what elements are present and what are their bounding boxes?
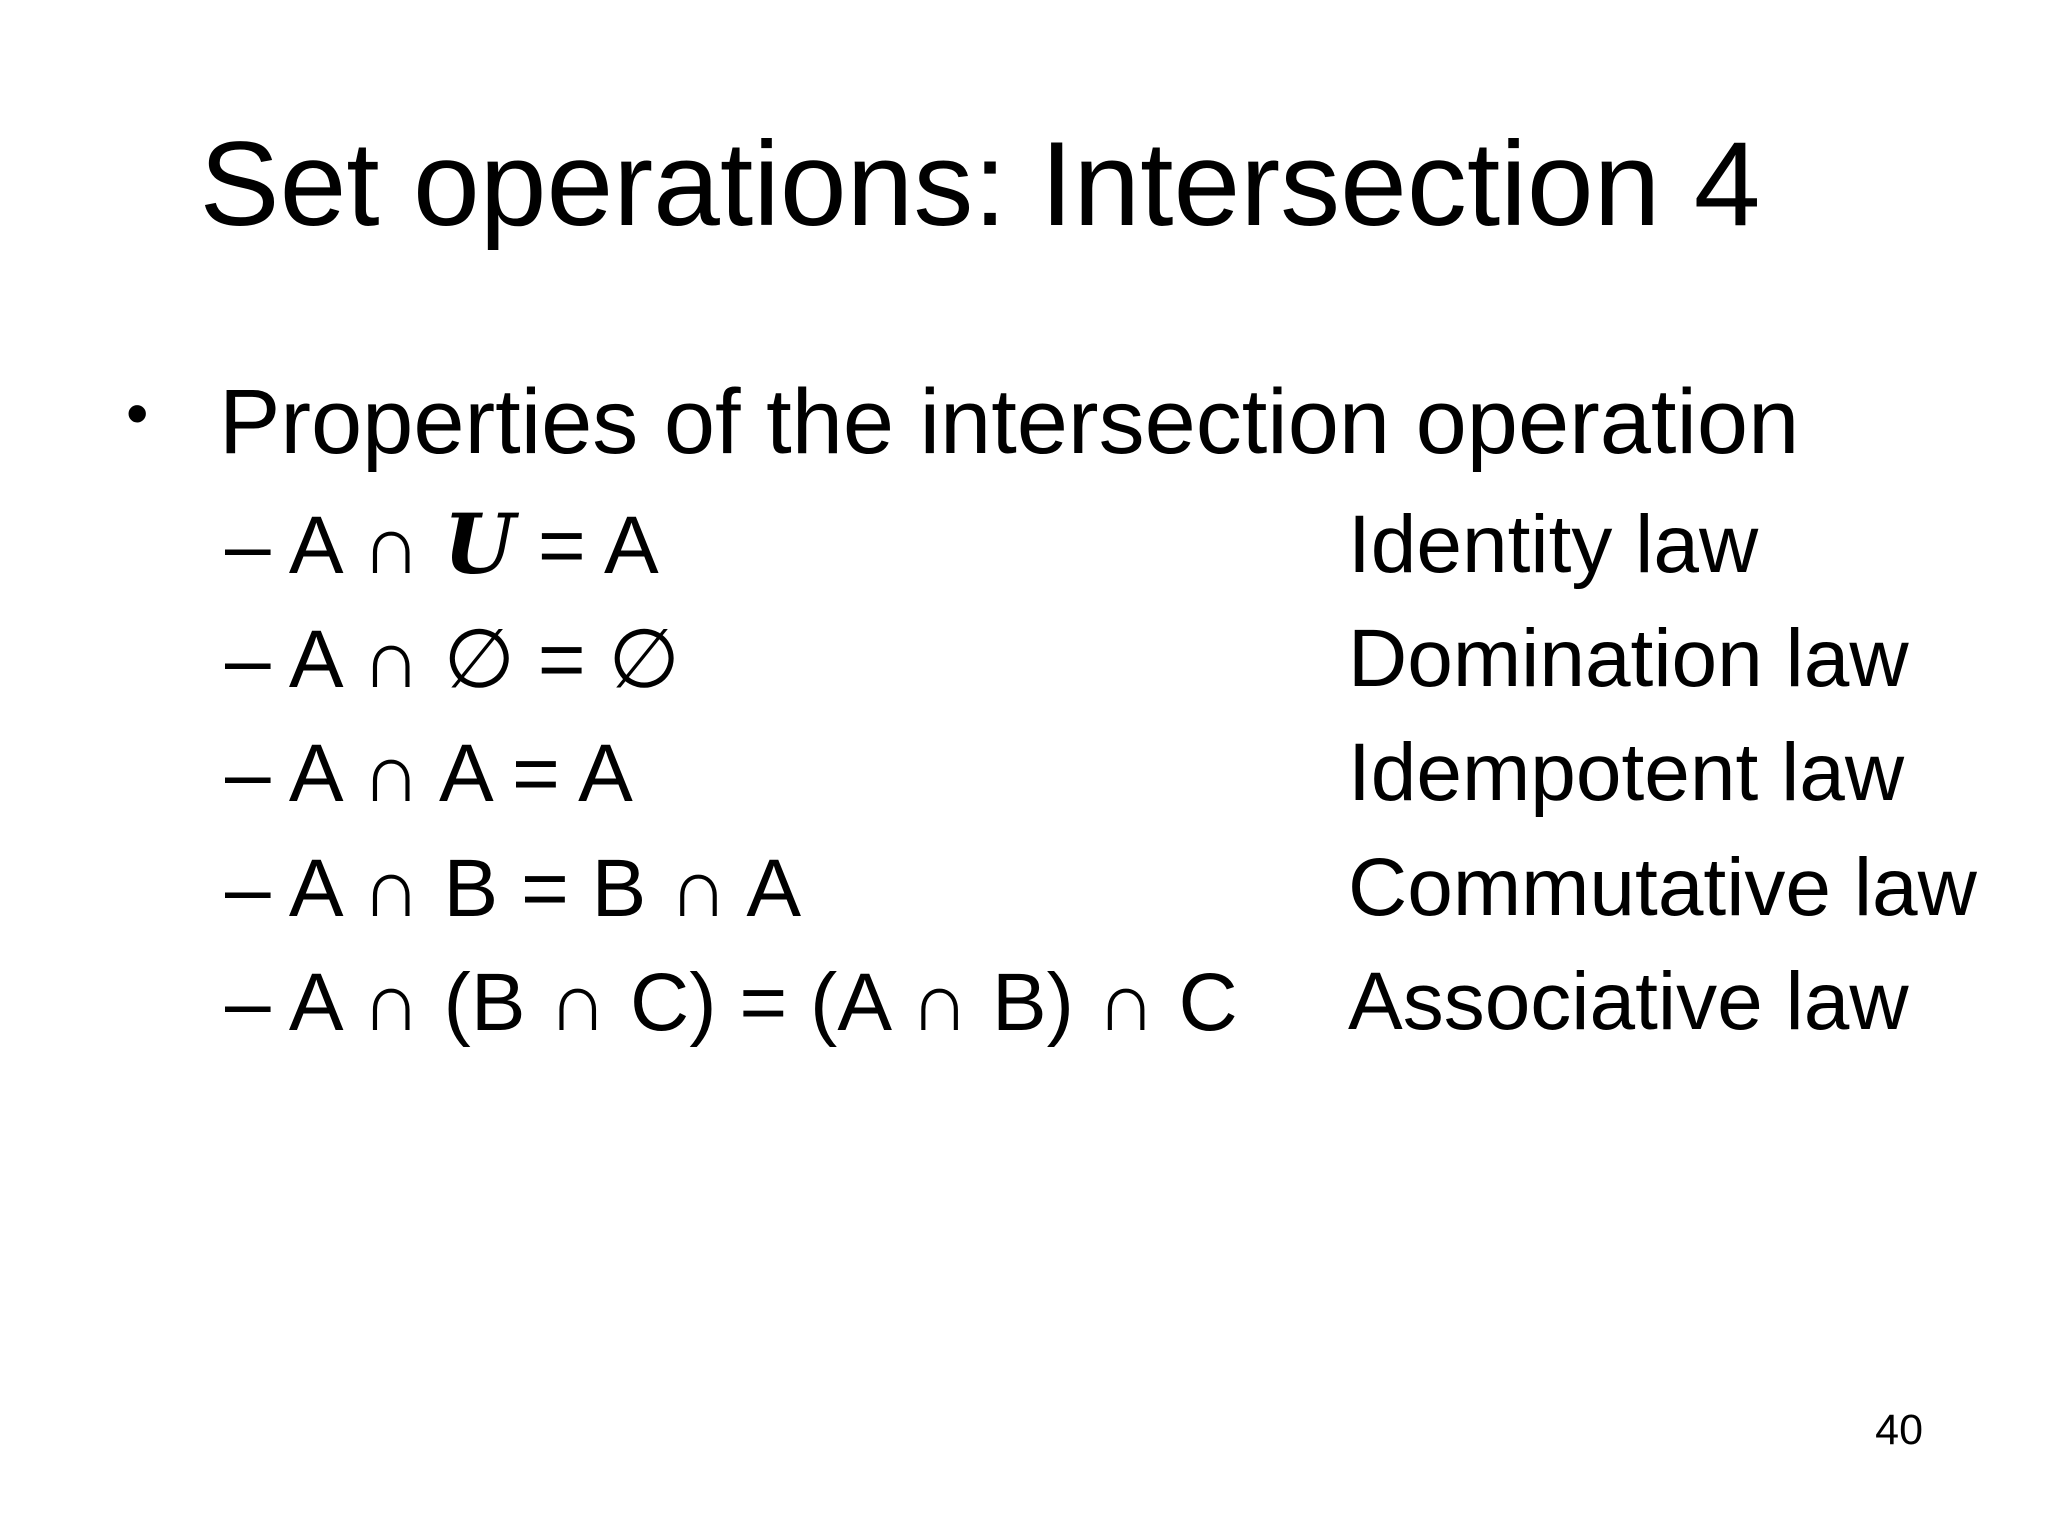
law-label: Associative law: [1348, 956, 1909, 1047]
equation-text: = A: [515, 500, 659, 591]
page-number: 40: [1875, 1406, 1923, 1454]
equation-commutative: – A ∩ B = B ∩ A: [225, 847, 801, 930]
law-label: Domination law: [1348, 613, 1909, 704]
law-label: Identity law: [1348, 499, 1759, 590]
property-row: – A ∩ (B ∩ C) = (A ∩ B) ∩ C Associative …: [0, 961, 2048, 1075]
property-row: – A ∩ U = A Identity law: [0, 504, 2048, 618]
bullet-item-text: Properties of the intersection operation: [219, 371, 1800, 473]
equation-idempotent: – A ∩ A = A: [225, 732, 633, 815]
equation-text: – A ∩ A = A: [225, 728, 633, 819]
equation-identity: – A ∩ U = A: [225, 504, 659, 587]
equation-domination: – A ∩ ∅ = ∅: [225, 618, 680, 701]
universal-set-symbol: U: [443, 497, 516, 593]
property-row: – A ∩ ∅ = ∅ Domination law: [0, 618, 2048, 732]
equation-text: – A ∩ ∅ = ∅: [225, 614, 680, 705]
law-label: Idempotent law: [1348, 727, 1905, 818]
equation-text: – A ∩ B = B ∩ A: [225, 843, 802, 934]
equation-associative: – A ∩ (B ∩ C) = (A ∩ B) ∩ C: [225, 961, 1238, 1044]
equation-text: – A ∩ (B ∩ C) = (A ∩ B) ∩ C: [225, 957, 1238, 1048]
bullet-icon: •: [126, 377, 149, 449]
law-label: Commutative law: [1348, 842, 1977, 933]
slide-title: Set operations: Intersection 4: [199, 117, 1761, 251]
property-row: – A ∩ B = B ∩ A Commutative law: [0, 847, 2048, 961]
property-row: – A ∩ A = A Idempotent law: [0, 732, 2048, 846]
equation-text: – A ∩: [225, 500, 444, 591]
